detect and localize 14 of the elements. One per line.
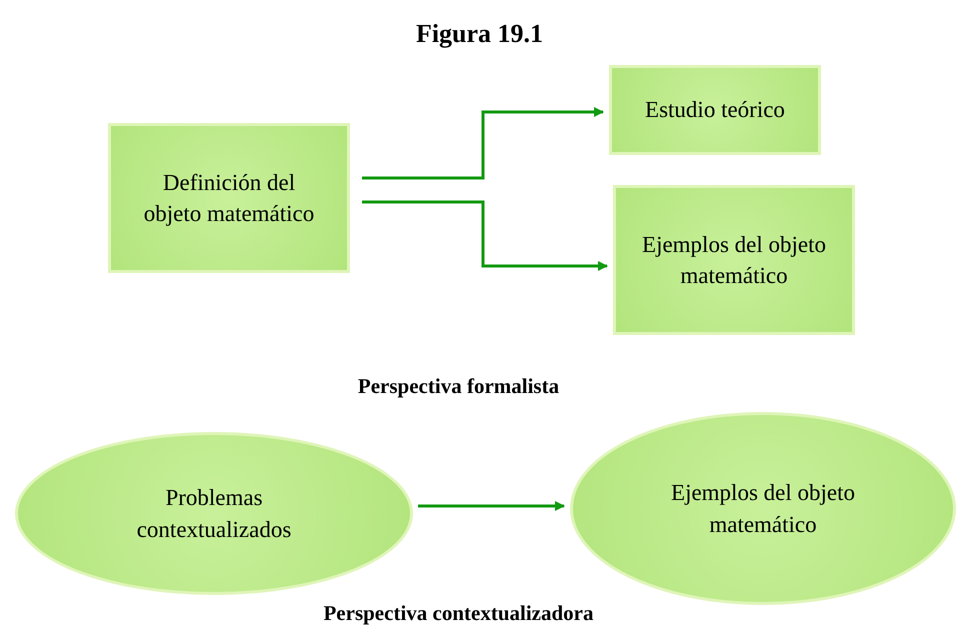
node-label: Ejemplos del objeto matemático	[670, 479, 856, 538]
node-label: Estudio teórico	[645, 96, 785, 124]
figure-title: Figura 19.1	[414, 18, 544, 50]
arrow	[362, 107, 604, 180]
section-caption: Perspectiva contextualizadora	[322, 603, 595, 624]
node-label: Definición del objeto matemático	[142, 168, 316, 228]
process-box	[108, 123, 350, 273]
arrow	[362, 200, 608, 271]
arrow	[418, 501, 565, 511]
node-label: Problemas contextualizados	[136, 484, 292, 544]
process-box	[613, 185, 855, 335]
node-label: Ejemplos del objeto matemático	[641, 230, 827, 290]
process-box	[609, 65, 821, 155]
section-caption: Perspectiva formalista	[356, 376, 560, 397]
